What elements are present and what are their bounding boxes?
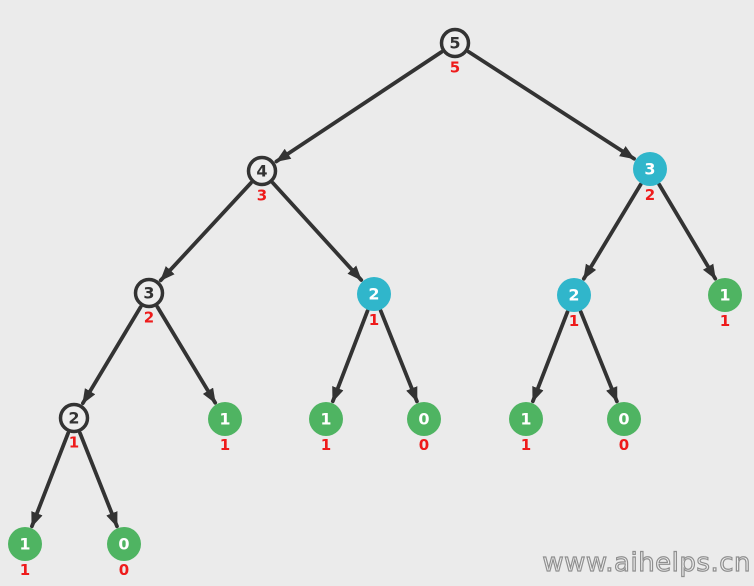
- node-value: 1: [219, 410, 230, 429]
- tree-edge-LL-LLR: [155, 305, 218, 405]
- node-value: 2: [368, 285, 379, 304]
- node-circle: [509, 402, 543, 436]
- tree-edge-RL-RLL: [530, 309, 570, 404]
- return-value-label-LRR: 0: [419, 436, 429, 454]
- tree-edge-LLL-LLLR: [78, 431, 119, 529]
- return-value-label-LRL: 1: [321, 436, 331, 454]
- node-circle: [607, 402, 641, 436]
- node-value: 1: [320, 410, 331, 429]
- node-circle: [439, 27, 471, 59]
- tree-node-LLL: 21: [58, 402, 90, 451]
- tree-node-LLLR: 00: [107, 527, 141, 579]
- tree-node-L: 43: [246, 155, 278, 204]
- return-value-label-RLL: 1: [521, 436, 531, 454]
- tree-node-root: 55: [439, 27, 471, 76]
- node-circle: [633, 152, 667, 186]
- node-value: 0: [418, 410, 429, 429]
- node-value: 1: [19, 535, 30, 554]
- return-value-label-root: 5: [450, 58, 460, 76]
- node-circle: [708, 278, 742, 312]
- tree-edge-R-RR: [657, 182, 718, 281]
- return-value-label-LLL: 1: [69, 433, 79, 451]
- tree-edge-root-R: [466, 49, 636, 161]
- tree-node-RL: 21: [557, 278, 591, 330]
- return-value-label-RLR: 0: [619, 436, 629, 454]
- tree-edge-LR-LRL: [330, 308, 370, 404]
- node-circle: [107, 527, 141, 561]
- node-value: 2: [568, 286, 579, 305]
- node-value: 0: [118, 535, 129, 554]
- node-value: 4: [256, 162, 267, 181]
- return-value-label-LR: 1: [369, 311, 379, 329]
- node-circle: [58, 402, 90, 434]
- node-value: 3: [644, 160, 655, 179]
- tree-node-LRL: 11: [309, 402, 343, 454]
- return-value-label-LLLR: 0: [119, 561, 129, 579]
- tree-edge-RL-RLR: [578, 309, 619, 404]
- node-value: 1: [520, 410, 531, 429]
- tree-edge-LR-LRR: [378, 308, 419, 404]
- node-circle: [309, 402, 343, 436]
- return-value-label-RL: 1: [569, 312, 579, 330]
- tree-edge-LLL-LLLL: [29, 431, 71, 529]
- tree-edge-R-RL: [581, 182, 643, 281]
- tree-edge-L-LR: [271, 181, 364, 282]
- return-value-label-RR: 1: [720, 312, 730, 330]
- node-circle: [208, 402, 242, 436]
- node-circle: [246, 155, 278, 187]
- tree-edge-LL-LLL: [80, 305, 143, 406]
- return-value-label-LLR: 1: [220, 436, 230, 454]
- node-value: 5: [449, 34, 460, 53]
- node-value: 1: [719, 286, 730, 305]
- node-circle: [357, 277, 391, 311]
- tree-node-LLLL: 11: [8, 527, 42, 579]
- tree-node-LLR: 11: [208, 402, 242, 454]
- node-circle: [557, 278, 591, 312]
- tree-node-LR: 21: [357, 277, 391, 329]
- node-value: 3: [143, 284, 154, 303]
- tree-node-LRR: 00: [407, 402, 441, 454]
- return-value-label-LLLL: 1: [20, 561, 30, 579]
- tree-node-RLR: 00: [607, 402, 641, 454]
- tree-node-RLL: 11: [509, 402, 543, 454]
- tree-edge-root-L: [274, 50, 444, 164]
- node-value: 2: [68, 409, 79, 428]
- return-value-label-L: 3: [257, 186, 267, 204]
- node-circle: [133, 277, 165, 309]
- return-value-label-R: 2: [645, 186, 655, 204]
- tree-node-R: 32: [633, 152, 667, 204]
- node-circle: [407, 402, 441, 436]
- tree-node-RR: 11: [708, 278, 742, 330]
- tree-edge-L-LL: [158, 181, 253, 283]
- node-circle: [8, 527, 42, 561]
- node-value: 0: [618, 410, 629, 429]
- return-value-label-LL: 2: [144, 308, 154, 326]
- tree-node-LL: 32: [133, 277, 165, 326]
